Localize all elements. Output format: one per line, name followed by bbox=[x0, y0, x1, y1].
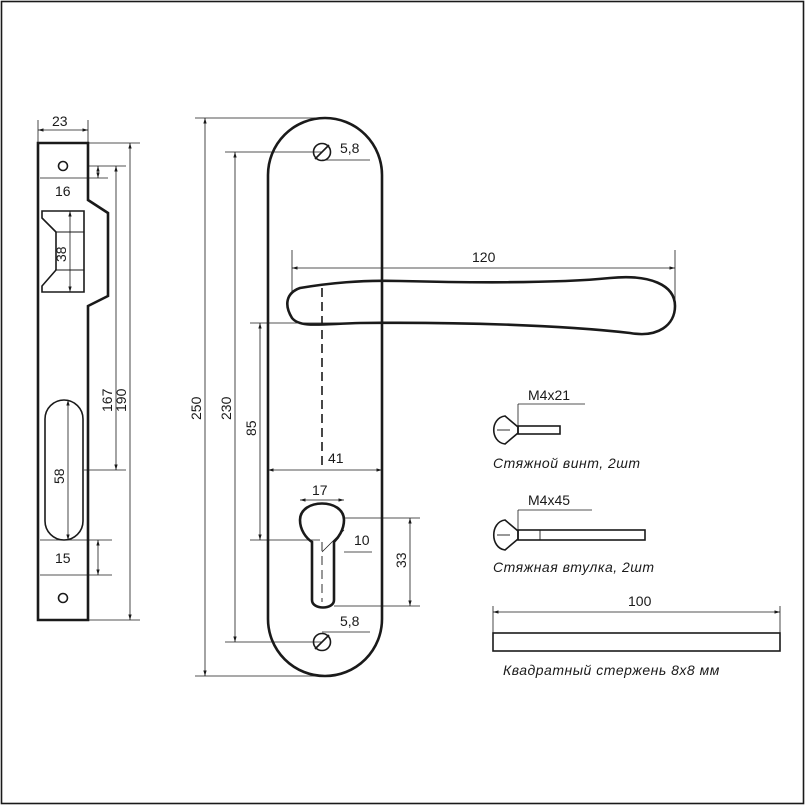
sleeve-caption: Стяжная втулка, 2шт bbox=[493, 559, 655, 575]
lock-latch-label: 38 bbox=[53, 246, 69, 262]
screw-shank bbox=[517, 425, 561, 435]
latch-window bbox=[41, 210, 85, 293]
part-spindle: 100 Квадратный стержень 8x8 мм bbox=[492, 593, 781, 678]
cylinder-cutout bbox=[298, 502, 346, 609]
lock-slot-offset-label: 15 bbox=[55, 550, 71, 566]
screw-size-label: M4x21 bbox=[528, 387, 570, 403]
spindle-bar bbox=[492, 632, 781, 652]
part-screw: M4x21 Стяжной винт, 2шт bbox=[492, 387, 641, 471]
top-hole-label: 5,8 bbox=[340, 140, 360, 156]
sleeve-size-label: M4x45 bbox=[528, 492, 570, 508]
lock-top-hole bbox=[57, 160, 69, 172]
lock-body-view: 23 16 38 167 190 58 15 bbox=[36, 113, 140, 622]
screw-head bbox=[492, 415, 519, 445]
lock-slot-label: 58 bbox=[51, 468, 67, 484]
backplate-view: 5,8 5,8 250 230 85 41 17 bbox=[188, 116, 677, 678]
spindle-length-label: 100 bbox=[628, 593, 652, 609]
lock-bottom-hole bbox=[57, 592, 69, 604]
plate-handle-height-label: 85 bbox=[243, 420, 259, 436]
handle-lever bbox=[286, 275, 677, 336]
cylinder-width-label: 17 bbox=[312, 482, 328, 498]
lock-cylinder-label: 167 bbox=[99, 388, 115, 412]
lock-height-label: 190 bbox=[113, 388, 129, 412]
plate-width-label: 41 bbox=[328, 450, 344, 466]
plate-height-label: 250 bbox=[188, 396, 204, 420]
plate-hole-spacing-label: 230 bbox=[218, 396, 234, 420]
cylinder-offset-label: 10 bbox=[354, 532, 370, 548]
lock-body-outline bbox=[36, 141, 110, 622]
screw-caption: Стяжной винт, 2шт bbox=[493, 455, 641, 471]
lock-hole-offset-label: 16 bbox=[55, 183, 71, 199]
sleeve-body bbox=[517, 529, 646, 541]
backplate-outline bbox=[266, 116, 384, 678]
spindle-caption: Квадратный стержень 8x8 мм bbox=[503, 662, 720, 678]
cylinder-height-label: 33 bbox=[393, 552, 409, 568]
handle-length-label: 120 bbox=[472, 249, 496, 265]
sleeve-head bbox=[492, 519, 519, 551]
lock-width-label: 23 bbox=[52, 113, 68, 129]
bottom-hole-label: 5,8 bbox=[340, 613, 360, 629]
part-sleeve: M4x45 Стяжная втулка, 2шт bbox=[492, 492, 655, 575]
